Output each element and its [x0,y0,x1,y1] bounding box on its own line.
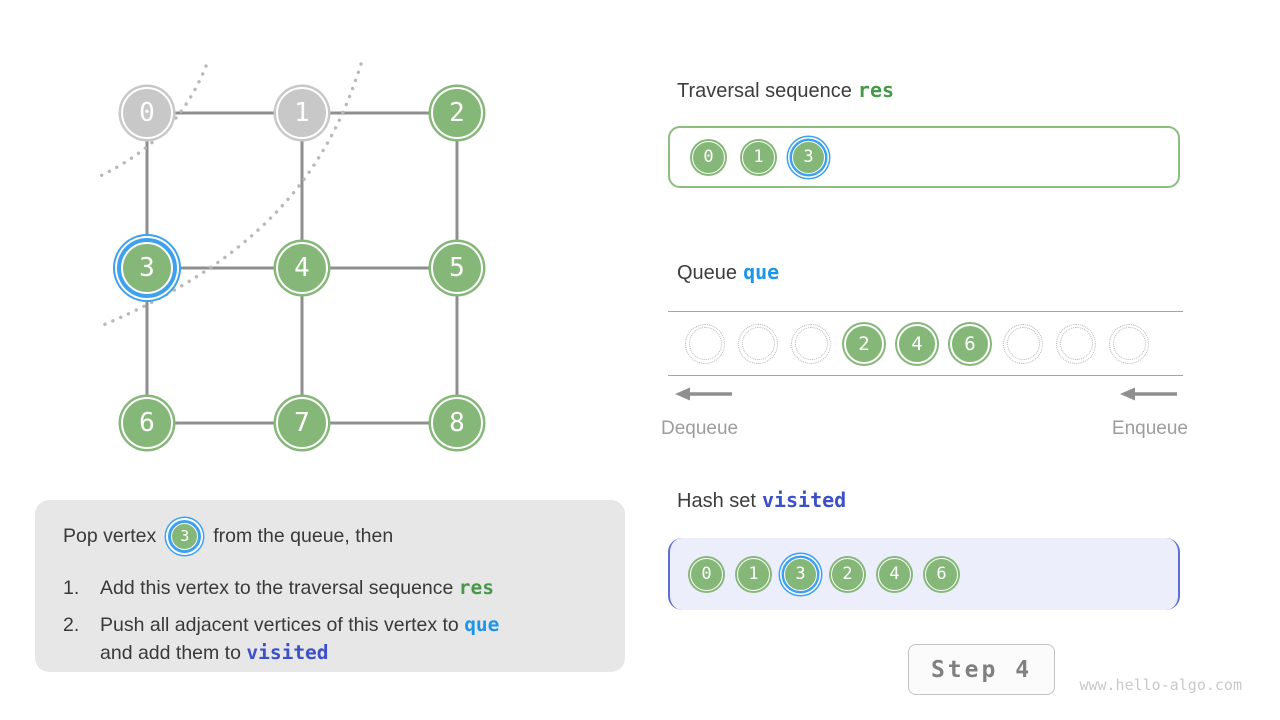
visited-item-2: 2 [831,557,864,591]
enqueue-arrow-icon [1120,387,1177,401]
bfs-graph: 0 1 2 3 4 5 6 7 8 [0,0,660,500]
res-code-token: res [458,576,495,599]
visited-item-6: 6 [925,557,958,591]
plain-text: Push all adjacent vertices of this verte… [100,614,465,636]
inline-vertex-badge: 3 [171,522,199,550]
visited-item-3: 3 [784,557,817,591]
explanation-list: 1. Add this vertex to the traversal seque… [63,574,603,667]
queue-item-2: 2 [844,323,884,364]
graph-vertex-6: 6 [121,397,173,449]
explanation-intro: Pop vertex 3 from the queue, then [63,513,603,559]
explanation-item-1: 1. Add this vertex to the traversal seque… [63,574,603,602]
res-item-0: 0 [692,140,725,174]
dequeue-arrow-icon [675,387,732,401]
que-code-token: que [464,613,500,636]
queue-empty-slot-1 [738,323,778,364]
watermark: www.hello-algo.com [1079,676,1242,694]
queue-empty-slot-7 [1056,323,1096,364]
queue-title-text: Queue [677,262,738,284]
res-item-3: 3 [792,140,825,174]
queue-empty-slot-8 [1109,323,1149,364]
explanation-panel: Pop vertex 3 from the queue, then 1. Add … [35,500,625,672]
step-button[interactable]: Step 4 [908,644,1055,695]
graph-vertex-1: 1 [276,87,328,139]
graph-vertex-7: 7 [276,397,328,449]
list-text: Add this vertex to the traversal sequenc… [100,574,603,602]
intro-text-after: from the queue, then [213,524,394,547]
queue-item-4: 4 [897,323,937,364]
graph-vertex-2: 2 [431,87,483,139]
queue-item-6: 6 [950,323,990,364]
visited-item-1: 1 [737,557,770,591]
queue-empty-slot-0 [685,323,725,364]
que-code-token: que [743,260,780,284]
res-code-token: res [857,78,895,102]
dequeue-label: Dequeue [661,418,739,439]
intro-text-before: Pop vertex [63,524,157,547]
traversal-title-text: Traversal sequence [677,80,852,102]
enqueue-label: Enqueue [1111,418,1188,439]
visited-item-0: 0 [690,557,723,591]
queue-empty-slot-6 [1003,323,1043,364]
graph-vertex-8: 8 [431,397,483,449]
graph-vertex-0: 0 [121,87,173,139]
graph-vertex-5: 5 [431,242,483,294]
plain-text: and add them to [100,642,247,664]
graph-vertex-4: 4 [276,242,328,294]
explanation-item-2: 2. Push all adjacent vertices of this ver… [63,611,603,667]
visited-code-token: visited [246,641,329,664]
graph-edges-layer [96,62,459,425]
res-item-1: 1 [742,140,775,174]
list-number: 2. [63,614,80,636]
visited-code-token: visited [761,488,847,512]
list-number: 1. [63,577,80,599]
hash-set-title-text: Hash set [677,490,756,512]
graph-vertex-3: 3 [121,242,173,294]
plain-text: Add this vertex to the traversal sequenc… [100,577,459,599]
visited-item-4: 4 [878,557,911,591]
list-text: Push all adjacent vertices of this verte… [100,611,603,667]
queue-empty-slot-2 [791,323,831,364]
